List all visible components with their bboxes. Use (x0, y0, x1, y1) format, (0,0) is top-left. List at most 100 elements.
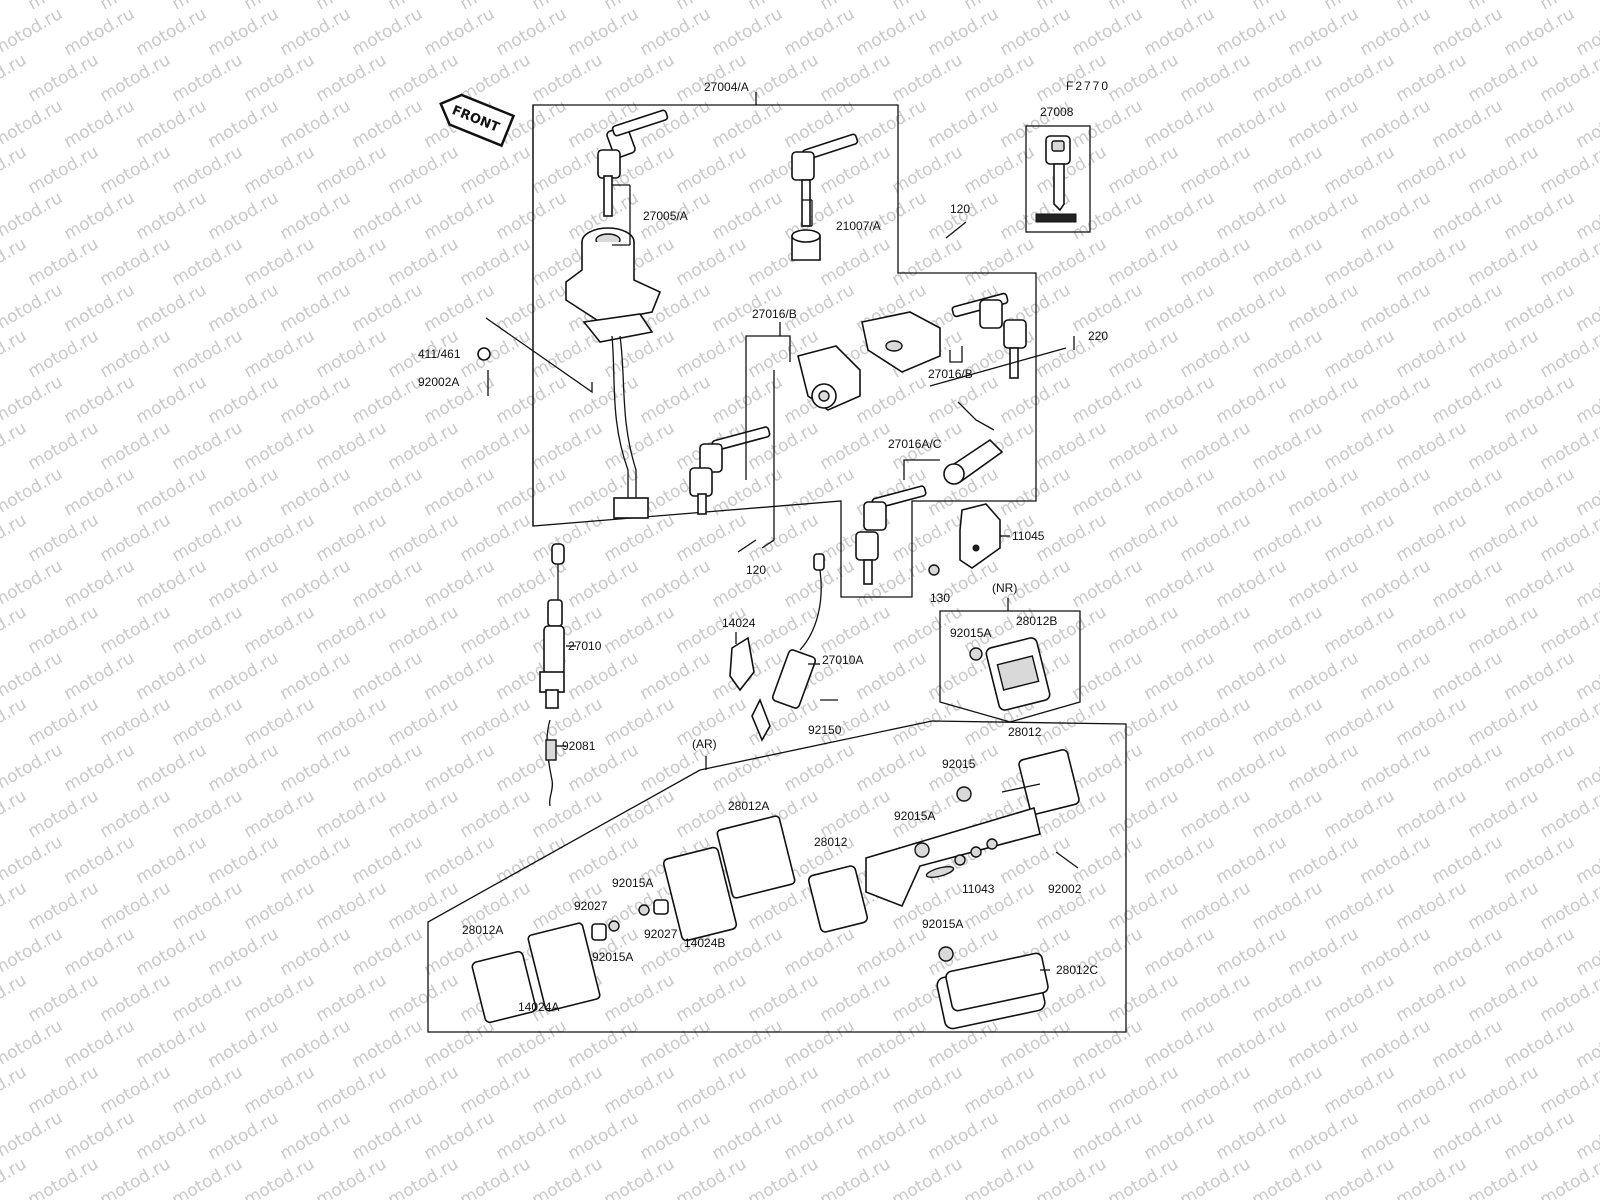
watermark-text: motod.ru (565, 648, 643, 704)
watermark-text: motod.ru (241, 878, 319, 934)
watermark-text: motod.ru (709, 1108, 787, 1164)
watermark-text: motod.ru (1285, 1016, 1363, 1072)
watermark-text: motod.ru (0, 142, 30, 198)
watermark-text: motod.ru (313, 786, 391, 842)
watermark-text: motod.ru (385, 142, 463, 198)
watermark-text: motod.ru (1429, 832, 1507, 888)
watermark-text: motod.ru (313, 50, 391, 106)
watermark-text: motod.ru (205, 1016, 283, 1072)
watermark-text: motod.ru (313, 1062, 391, 1118)
watermark-text: motod.ru (1429, 464, 1507, 520)
watermark-text: motod.ru (241, 418, 319, 474)
watermark-text: motod.ru (1141, 1108, 1219, 1164)
watermark-text: motod.ru (1285, 188, 1363, 244)
label-14024B: 14024B (684, 936, 725, 950)
watermark-text: motod.ru (313, 1154, 391, 1200)
watermark-text: motod.ru (637, 648, 715, 704)
watermark-text: motod.ru (277, 188, 355, 244)
watermark-text: motod.ru (1069, 464, 1147, 520)
watermark-text: motod.ru (529, 142, 607, 198)
watermark-text: motod.ru (853, 740, 931, 796)
watermark-text: motod.ru (421, 188, 499, 244)
label-120-top: 120 (950, 202, 970, 216)
watermark-text: motod.ru (1141, 648, 1219, 704)
watermark-text: motod.ru (925, 96, 1003, 152)
watermark-text: motod.ru (1357, 4, 1435, 60)
watermark-text: motod.ru (673, 510, 751, 566)
watermark-text: motod.ru (313, 694, 391, 750)
watermark-text: motod.ru (277, 832, 355, 888)
watermark-text: motod.ru (61, 372, 139, 428)
watermark-text: motod.ru (1429, 556, 1507, 612)
watermark-text: motod.ru (1213, 832, 1291, 888)
watermark-text: motod.ru (1429, 4, 1507, 60)
watermark-text: motod.ru (1105, 510, 1183, 566)
watermark-text: motod.ru (61, 96, 139, 152)
watermark-text: motod.ru (1105, 1154, 1183, 1200)
watermark-text: motod.ru (133, 96, 211, 152)
watermark-text: motod.ru (1105, 1062, 1183, 1118)
watermark-text: motod.ru (241, 694, 319, 750)
watermark-text: motod.ru (493, 280, 571, 336)
watermark-text: motod.ru (1177, 1062, 1255, 1118)
watermark-text: motod.ru (1573, 464, 1600, 520)
watermark-text: motod.ru (1141, 832, 1219, 888)
watermark-text: motod.ru (529, 510, 607, 566)
label-27016B-right: 27016/B (928, 367, 973, 381)
watermark-text: motod.ru (1465, 1062, 1543, 1118)
watermark-text: motod.ru (1177, 0, 1255, 14)
watermark-text: motod.ru (1285, 96, 1363, 152)
watermark-text: motod.ru (1465, 970, 1543, 1026)
watermark-text: motod.ru (1501, 924, 1579, 980)
watermark-text: motod.ru (61, 924, 139, 980)
watermark-text: motod.ru (97, 142, 175, 198)
watermark-text: motod.ru (97, 1062, 175, 1118)
watermark-text: motod.ru (241, 786, 319, 842)
watermark-text: motod.ru (1573, 96, 1600, 152)
key-blank-27008 (1025, 125, 1091, 233)
watermark-text: motod.ru (817, 1062, 895, 1118)
watermark-text: motod.ru (385, 0, 463, 14)
watermark-text: motod.ru (853, 1016, 931, 1072)
label-28012-top: 28012 (1008, 725, 1042, 739)
watermark-text: motod.ru (1429, 1016, 1507, 1072)
watermark-text: motod.ru (1501, 1108, 1579, 1164)
label-21007A: 21007/A (836, 219, 881, 233)
label-14024A: 14024A (518, 1000, 559, 1014)
watermark-text: motod.ru (97, 602, 175, 658)
watermark-text: motod.ru (277, 556, 355, 612)
watermark-text: motod.ru (1177, 1154, 1255, 1200)
watermark-text: motod.ru (61, 648, 139, 704)
watermark-text: motod.ru (385, 602, 463, 658)
watermark-text: motod.ru (1321, 1062, 1399, 1118)
watermark-text: motod.ru (565, 4, 643, 60)
watermark-text: motod.ru (1141, 4, 1219, 60)
watermark-text: motod.ru (97, 878, 175, 934)
watermark-text: motod.ru (673, 142, 751, 198)
watermark-text: motod.ru (457, 234, 535, 290)
label-92015A-low: 92015A (592, 950, 633, 964)
watermark-text: motod.ru (1429, 648, 1507, 704)
watermark-text: motod.ru (421, 1108, 499, 1164)
watermark-text: motod.ru (889, 234, 967, 290)
watermark-text: motod.ru (817, 602, 895, 658)
watermark-text: motod.ru (133, 464, 211, 520)
watermark-text: motod.ru (313, 418, 391, 474)
watermark-text: motod.ru (277, 648, 355, 704)
watermark-text: motod.ru (1465, 326, 1543, 382)
watermark-text: motod.ru (1321, 418, 1399, 474)
watermark-text: motod.ru (637, 556, 715, 612)
watermark-text: motod.ru (1429, 1108, 1507, 1164)
watermark-text: motod.ru (997, 1016, 1075, 1072)
watermark-text: motod.ru (0, 602, 30, 658)
watermark-text: motod.ru (1429, 280, 1507, 336)
label-92027-b: 92027 (644, 927, 678, 941)
watermark-text: motod.ru (349, 648, 427, 704)
label-14024: 14024 (722, 616, 756, 630)
watermark-text: motod.ru (1393, 786, 1471, 842)
watermark-text: motod.ru (1465, 0, 1543, 14)
watermark-text: motod.ru (961, 1154, 1039, 1200)
watermark-text: motod.ru (1465, 694, 1543, 750)
watermark-text: motod.ru (601, 418, 679, 474)
watermark-text: motod.ru (169, 510, 247, 566)
